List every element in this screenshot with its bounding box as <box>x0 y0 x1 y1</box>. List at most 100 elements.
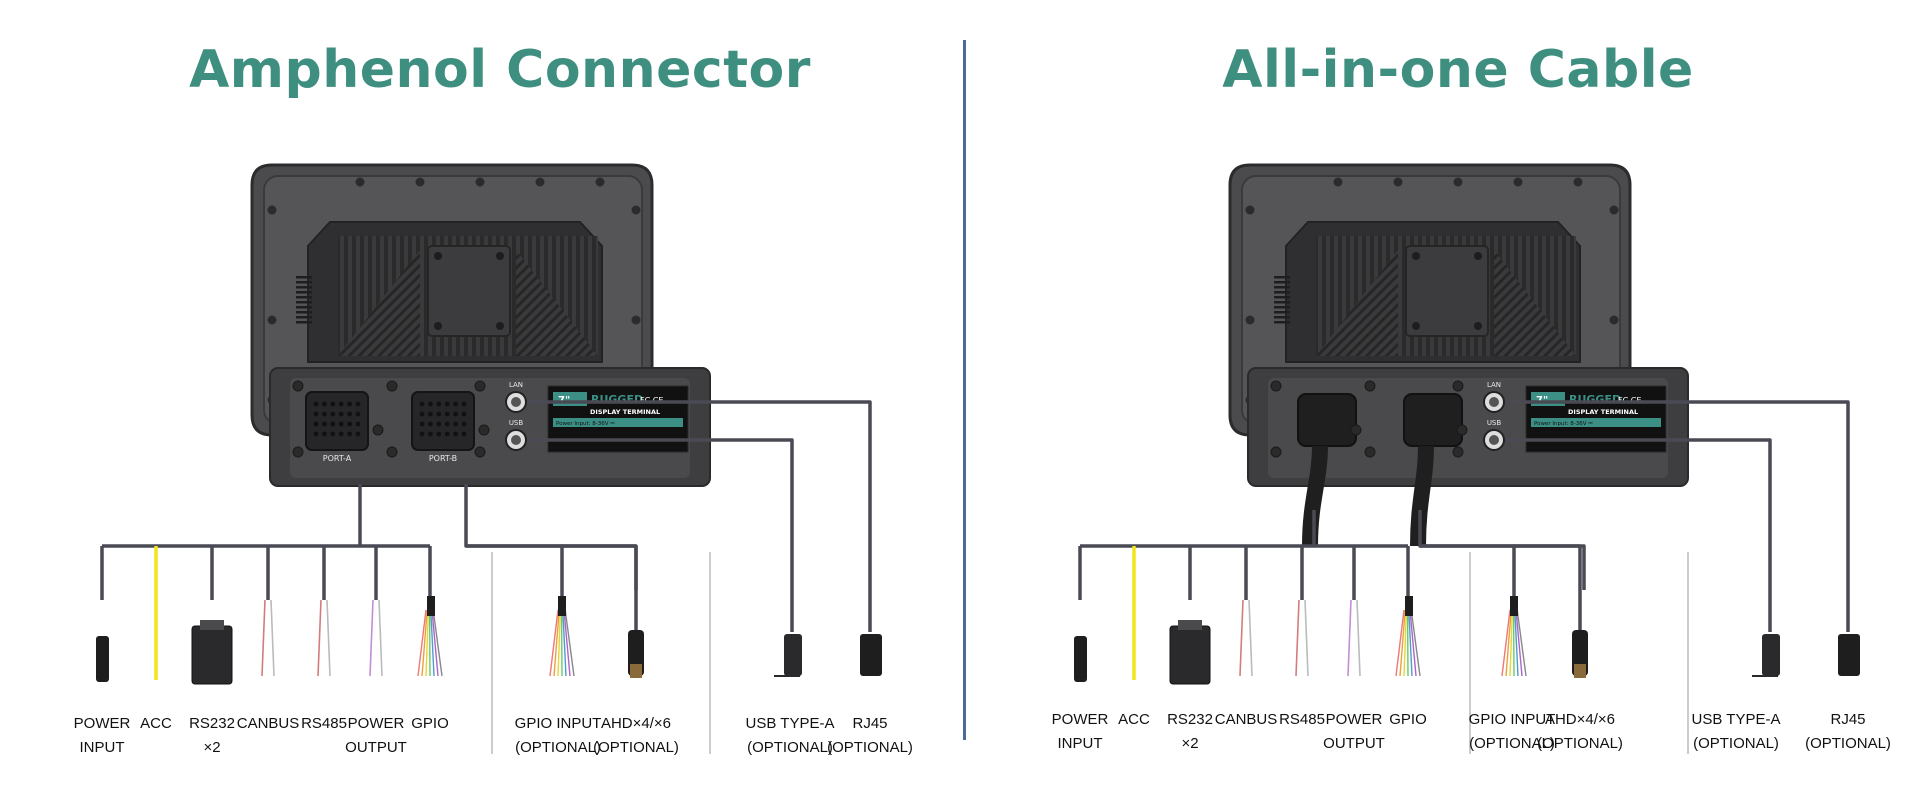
right-label-line: POWER <box>1325 711 1383 728</box>
vent-slot <box>1274 291 1290 294</box>
gpio-ribbon-wire <box>421 609 428 677</box>
port-b-label: PORT-B <box>429 454 457 463</box>
wire-lead <box>1356 599 1361 677</box>
connector-pin <box>338 411 344 417</box>
gpio-input-ribbon-wire <box>549 609 559 677</box>
rs232-shell <box>200 620 224 630</box>
gpio-ribbon-wire <box>425 609 430 677</box>
left-label-line: INPUT <box>79 739 125 756</box>
connector-pin <box>330 421 336 427</box>
connector-pin <box>444 421 450 427</box>
screw <box>267 205 277 215</box>
connector-pin <box>322 431 327 437</box>
screw <box>474 380 486 392</box>
connector-pin <box>428 401 433 407</box>
spec-power-text: Power Input: 8-36V ⎓ <box>556 421 615 427</box>
spec-brand: RUGGED <box>591 393 643 406</box>
screw <box>267 315 277 325</box>
left-label-line: RS232 <box>189 715 235 732</box>
connector-pin <box>330 401 336 407</box>
left-label-line: (OPTIONAL) <box>827 739 913 756</box>
screw <box>1453 177 1463 187</box>
rj45-wire <box>528 400 872 632</box>
connector-pin <box>428 421 433 427</box>
right-label-line: RJ45 <box>1830 711 1866 728</box>
right-label-line: USB TYPE-A <box>1691 711 1781 728</box>
wiring-all-in-one <box>1074 400 1860 754</box>
gpio-ribbon-wire <box>1409 609 1417 677</box>
right-label-ahd: AHD×4/×6(OPTIONAL) <box>1537 708 1623 756</box>
right-label-usb-type-a: USB TYPE-A(OPTIONAL) <box>1692 708 1781 756</box>
vent-slot <box>1274 276 1290 279</box>
screw <box>1364 380 1376 392</box>
screw <box>1393 177 1403 187</box>
right-label-line: GPIO <box>1389 711 1427 728</box>
connector-pin <box>419 401 425 407</box>
usb-label: USB <box>509 419 524 427</box>
screw <box>1474 252 1482 260</box>
connector-pin <box>355 431 361 437</box>
left-label-line: CANBUS <box>236 715 300 732</box>
gpio-input-ribbon-wire <box>557 609 562 677</box>
connector-pin <box>313 421 319 427</box>
vent-slot <box>296 281 312 284</box>
spec-power-text: Power Input: 8-36V ⎓ <box>1534 421 1593 427</box>
left-label-line: (OPTIONAL) <box>593 739 679 756</box>
connector-pin <box>436 411 442 417</box>
usb-type-a-connector <box>1762 634 1780 676</box>
connector-pin <box>313 401 319 407</box>
connector-pin <box>347 421 352 427</box>
screw <box>474 446 486 458</box>
usb-wire <box>528 438 794 632</box>
connector-pin <box>419 421 425 427</box>
screw <box>535 177 545 187</box>
connector-pin <box>355 421 361 427</box>
rj45-wire <box>1506 400 1850 632</box>
screw <box>475 177 485 187</box>
lan-port-core <box>511 397 521 407</box>
gpio-ribbon-wire <box>430 609 435 677</box>
screw <box>1333 177 1343 187</box>
right-label-line: (OPTIONAL) <box>1469 735 1555 752</box>
left-label-line: (OPTIONAL) <box>515 739 601 756</box>
right-label-line: (OPTIONAL) <box>1805 735 1891 752</box>
power-input-plug <box>1074 636 1087 682</box>
left-label-line: GPIO INPUT <box>514 715 602 732</box>
wire-lead <box>317 599 322 677</box>
left-label-rj45: RJ45(OPTIONAL) <box>827 712 913 760</box>
connector-pin <box>355 411 361 417</box>
right-label-gpio-input: GPIO INPUT (OPTIONAL) <box>1469 708 1556 756</box>
left-label-line: OUTPUT <box>345 739 407 756</box>
gpio-ribbon-wire <box>1410 609 1421 677</box>
connector-pin <box>461 431 467 437</box>
left-label-rs232: RS232×2 <box>189 712 235 760</box>
screw <box>1513 177 1523 187</box>
screw <box>1270 380 1282 392</box>
gpio-input-ribbon-wire <box>553 609 560 677</box>
gpio-input-ribbon-wire <box>564 609 575 677</box>
connector-pin <box>453 431 458 437</box>
screw <box>1245 315 1255 325</box>
usb-port-core <box>511 435 521 445</box>
right-label-line: POWER <box>1051 711 1109 728</box>
right-label-gpio: GPIO <box>1389 708 1427 732</box>
connector-pin <box>453 401 458 407</box>
wiring-amphenol <box>96 400 882 754</box>
right-label-line: GPIO INPUT <box>1468 711 1556 728</box>
connector-pin <box>313 431 319 437</box>
screw <box>1609 315 1619 325</box>
screw <box>631 315 641 325</box>
vent-slot <box>296 306 312 309</box>
gpio-ribbon-wire <box>432 609 443 677</box>
vent-slot <box>1274 306 1290 309</box>
gpio-input-ribbon-wire <box>1514 609 1519 677</box>
screw <box>631 205 641 215</box>
wire-lead <box>1304 599 1309 677</box>
screw <box>1364 446 1376 458</box>
connector-pin <box>436 431 442 437</box>
screw <box>1245 205 1255 215</box>
cable-boot-a <box>1297 393 1357 447</box>
